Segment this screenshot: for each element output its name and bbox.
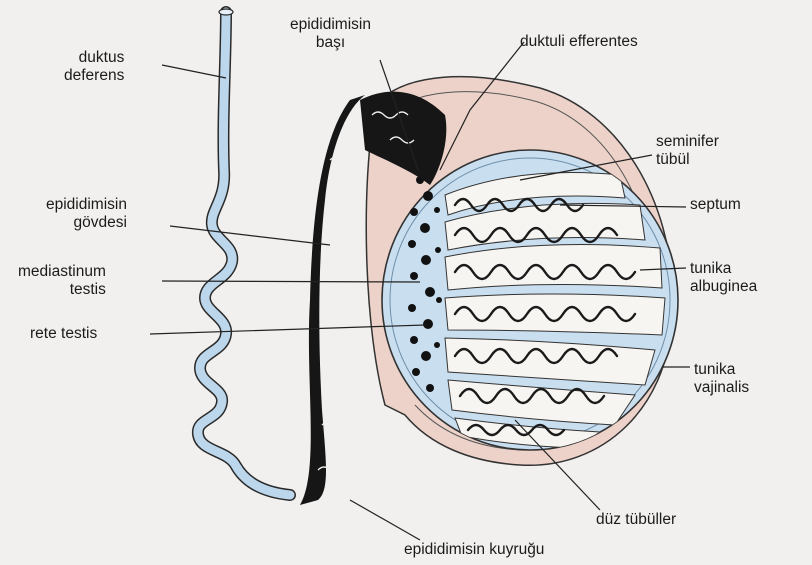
label-duz-tubuller: düz tübüller [596, 511, 676, 529]
testis-body [382, 150, 678, 450]
label-duktuli-efferentes: duktuli efferentes [520, 33, 638, 51]
label-rete-testis: rete testis [30, 325, 97, 343]
label-epididimisin-kuyrugu: epididimisin kuyruğu [404, 541, 544, 559]
label-septum: septum [690, 196, 741, 214]
ductus-deferens-shape [198, 9, 290, 495]
